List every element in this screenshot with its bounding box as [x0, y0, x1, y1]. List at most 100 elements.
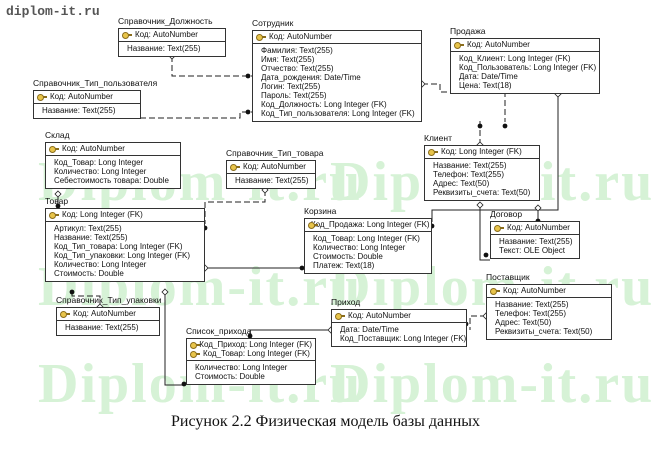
- field-list: Код_Товар: Long Integer (FK)Количество: …: [305, 232, 431, 273]
- entity-field: Код_Пользователь: Long Integer (FK): [459, 63, 597, 72]
- entity-field: Цена: Text(18): [459, 81, 512, 90]
- entity-field: Стоимость: Double: [313, 252, 383, 261]
- relationship-end-dot: [245, 73, 251, 79]
- relationship-end-dot: [483, 252, 489, 258]
- entity-title: Справочник_Должность: [118, 16, 213, 26]
- entity-field: Код_Товар: Long Integer (FK): [313, 234, 420, 243]
- primary-key: Код: AutoNumber: [253, 31, 421, 44]
- primary-key-label: Код: AutoNumber: [243, 162, 306, 171]
- primary-key-label: Код: AutoNumber: [62, 144, 125, 153]
- site-label: diplom-it.ru: [6, 4, 100, 19]
- primary-key: Код: AutoNumber: [119, 29, 225, 42]
- field-list: Название: Text(255)Телефон: Text(255)Адр…: [425, 159, 539, 200]
- primary-key-label: Код_Продажа: Long Integer (FK): [311, 220, 430, 229]
- primary-key-label: Код: Long Integer (FK): [62, 210, 143, 219]
- entity-title: Товар: [45, 196, 69, 206]
- entity-field: Код_Должность: Long Integer (FK): [261, 100, 387, 109]
- primary-key: Код: AutoNumber: [227, 161, 315, 174]
- entity-title: Справочник_Тип_товара: [226, 148, 324, 158]
- entity-field: Фамилия: Text(255): [261, 46, 333, 55]
- key-icon: [49, 145, 59, 153]
- entity-title: Справочник_Тип_упаковки: [56, 295, 162, 305]
- entity-field: Название: Text(255): [42, 106, 116, 115]
- entity-field: Дата: Date/Time: [459, 72, 518, 81]
- primary-key-row: Код_Приход: Long Integer (FK): [190, 341, 312, 349]
- entity-title: Продажа: [450, 26, 486, 36]
- key-icon: [494, 224, 504, 232]
- key-icon: [60, 310, 70, 318]
- primary-key: Код: AutoNumber: [57, 308, 159, 321]
- entity-field: Название: Text(255): [235, 176, 309, 185]
- entity-field: Количество: Long Integer: [195, 363, 288, 372]
- relationship-start-diamond: [534, 204, 542, 212]
- relationship-end-dot: [247, 333, 253, 339]
- entity-field: Телефон: Text(255): [495, 309, 566, 318]
- primary-key-label: Код: AutoNumber: [50, 92, 113, 101]
- relationship-dolzhnost-to-sotrudnik: [171, 56, 252, 77]
- entity-title: Поставщик: [486, 272, 530, 282]
- figure-caption: Рисунок 2.2 Физическая модель базы данны…: [170, 413, 481, 430]
- primary-key: Код: AutoNumber: [46, 143, 180, 156]
- entity-field: Количество: Long Integer: [54, 260, 147, 269]
- field-list: Название: Text(255): [227, 174, 315, 188]
- entity-title: Корзина: [304, 206, 337, 216]
- relationship-end-dot: [69, 289, 75, 295]
- field-list: Артикул: Text(255)Название: Text(255)Код…: [46, 222, 204, 281]
- relationship-postavshik-to-prihod: [469, 315, 486, 330]
- field-list: Название: Text(255)Телефон: Text(255)Адр…: [487, 298, 611, 339]
- entity-field: Дата: Date/Time: [340, 325, 399, 334]
- relationship-sotrudnik-to-prodazha: [422, 83, 506, 122]
- entity-field: Код_Тип_пользователя: Long Integer (FK): [261, 109, 415, 118]
- key-icon: [190, 341, 201, 349]
- primary-key-label: Код_Товар: Long Integer (FK): [203, 349, 310, 358]
- entity-field: Реквизиты_счета: Text(50): [433, 188, 531, 197]
- primary-key-label: Код: AutoNumber: [467, 40, 530, 49]
- entity-title: Договор: [490, 209, 523, 219]
- primary-key: Код: AutoNumber: [487, 285, 611, 298]
- entity-field: Себестоимость товара: Double: [54, 176, 169, 185]
- key-icon: [122, 31, 132, 39]
- key-icon: [335, 312, 345, 320]
- entity-field: Текст: OLE Object: [499, 246, 565, 255]
- key-icon: [49, 211, 59, 219]
- relationship-start-diamond: [161, 288, 169, 296]
- entity-field: Код_Товар: Long Integer: [54, 158, 144, 167]
- primary-key: Код: AutoNumber: [332, 310, 466, 323]
- key-icon: [190, 350, 200, 358]
- entity-field: Пароль: Text(255): [261, 91, 327, 100]
- primary-key: Код: Long Integer (FK): [425, 146, 539, 159]
- entity-title: Клиент: [424, 133, 452, 143]
- relationship-tovar-to-spisok-prihoda: [164, 292, 186, 386]
- relationship-tip-tovara-to-tovar: [204, 190, 266, 224]
- entity-box: Код_Приход: Long Integer (FK)Код_Товар: …: [186, 338, 316, 385]
- entity-title: Сотрудник: [252, 18, 294, 28]
- field-list: Код_Клиент: Long Integer (FK)Код_Пользов…: [451, 52, 599, 93]
- relationship-end-dot: [55, 203, 61, 209]
- primary-key: Код: AutoNumber: [34, 91, 140, 104]
- primary-key: Код: Long Integer (FK): [46, 209, 204, 222]
- relationship-prodazha-to-korzina: [431, 94, 559, 222]
- entity-field: Платеж: Text(18): [313, 261, 375, 270]
- entity-field: Код_Тип_товара: Long Integer (FK): [54, 242, 183, 251]
- primary-key-label: Код: AutoNumber: [503, 286, 566, 295]
- relationship-prihod-to-spisok-prihoda: [249, 329, 331, 338]
- primary-key-label: Код: AutoNumber: [269, 32, 332, 41]
- entity-field: Адрес: Text(50): [495, 318, 552, 327]
